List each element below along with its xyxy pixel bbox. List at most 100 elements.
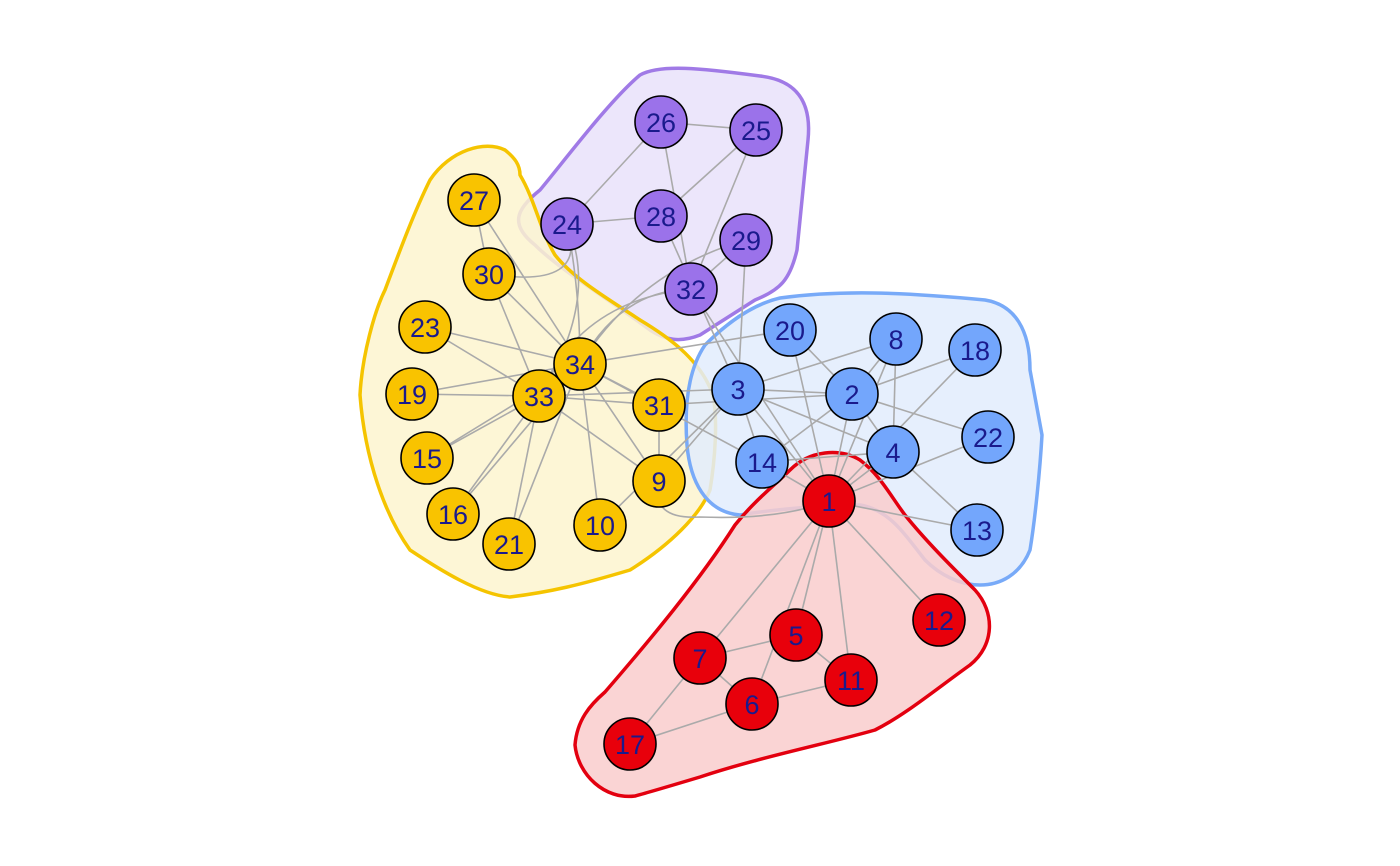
edge-1-20 [789,329,830,502]
node-circle [961,410,1015,464]
node-label: 12 [924,606,954,636]
node-label: 9 [651,467,666,497]
node-circle [869,312,923,366]
node-11[interactable]: 11 [824,653,878,707]
node-label: 2 [844,380,859,410]
node-27[interactable]: 27 [447,173,501,227]
node-circle [482,517,536,571]
edge-1-7 [699,500,830,659]
node-label: 8 [888,325,903,355]
edge-25-32 [690,129,757,290]
node-1[interactable]: 1 [802,474,856,528]
node-label: 13 [962,516,992,546]
node-31[interactable]: 31 [632,378,686,432]
node-18[interactable]: 18 [948,323,1002,377]
node-label: 6 [744,690,759,720]
node-label: 21 [494,530,524,560]
community-hull-blue [684,291,1044,587]
node-30[interactable]: 30 [462,247,516,301]
node-15[interactable]: 15 [400,431,454,485]
node-24[interactable]: 24 [540,197,594,251]
node-25[interactable]: 25 [729,103,783,157]
node-label: 23 [410,313,440,343]
node-label: 24 [552,210,582,240]
node-label: 30 [474,260,504,290]
node-label: 33 [524,382,554,412]
node-28[interactable]: 28 [634,189,688,243]
edge-27-34 [473,199,581,365]
node-33[interactable]: 33 [512,369,566,423]
node-13[interactable]: 13 [950,503,1004,557]
node-circle [950,503,1004,557]
node-14[interactable]: 14 [735,435,789,489]
node-circle [573,498,627,552]
node-circle [769,608,823,662]
node-circle [400,431,454,485]
edge-10-34 [579,363,601,526]
node-9[interactable]: 9 [632,454,686,508]
node-19[interactable]: 19 [385,367,439,421]
node-circle [540,197,594,251]
node-8[interactable]: 8 [869,312,923,366]
node-label: 5 [788,621,803,651]
edge-20-34 [579,329,791,365]
node-3[interactable]: 3 [711,362,765,416]
node-5[interactable]: 5 [769,608,823,662]
node-circle [634,95,688,149]
node-label: 10 [585,511,615,541]
node-label: 25 [741,116,771,146]
node-label: 19 [397,380,427,410]
node-label: 22 [973,423,1003,453]
node-circle [632,378,686,432]
node-23[interactable]: 23 [398,300,452,354]
node-label: 11 [837,666,865,696]
node-6[interactable]: 6 [725,677,779,731]
node-circle [673,631,727,685]
node-29[interactable]: 29 [719,213,773,267]
node-12[interactable]: 12 [912,593,966,647]
graph-nodes: 1234567891011121314151617181920212223242… [385,95,1015,771]
node-circle [824,653,878,707]
node-20[interactable]: 20 [763,303,817,357]
node-circle [802,474,856,528]
node-label: 15 [412,444,442,474]
node-22[interactable]: 22 [961,410,1015,464]
edge-3-4 [737,388,894,453]
edge-21-34 [508,363,581,545]
node-circle [385,367,439,421]
node-circle [729,103,783,157]
community-hulls [358,66,1044,799]
node-circle [725,677,779,731]
node-label: 18 [960,336,990,366]
node-17[interactable]: 17 [603,717,657,771]
node-34[interactable]: 34 [553,337,607,391]
node-16[interactable]: 16 [426,487,480,541]
node-label: 26 [646,108,676,138]
node-26[interactable]: 26 [634,95,688,149]
node-circle [603,717,657,771]
node-label: 27 [459,186,489,216]
node-4[interactable]: 4 [866,425,920,479]
node-label: 31 [644,391,674,421]
node-circle [912,593,966,647]
node-label: 16 [438,500,468,530]
node-21[interactable]: 21 [482,517,536,571]
node-label: 3 [730,375,745,405]
node-label: 17 [615,730,645,760]
node-7[interactable]: 7 [673,631,727,685]
node-circle [719,213,773,267]
node-label: 20 [775,316,805,346]
edge-1-8 [828,338,897,502]
node-10[interactable]: 10 [573,498,627,552]
node-circle [948,323,1002,377]
node-circle [553,337,607,391]
node-circle [512,369,566,423]
node-2[interactable]: 2 [825,367,879,421]
node-circle [398,300,452,354]
node-label: 28 [646,202,676,232]
node-label: 34 [565,350,595,380]
node-label: 1 [821,487,836,517]
edge-1-11 [828,500,852,681]
node-32[interactable]: 32 [664,262,718,316]
